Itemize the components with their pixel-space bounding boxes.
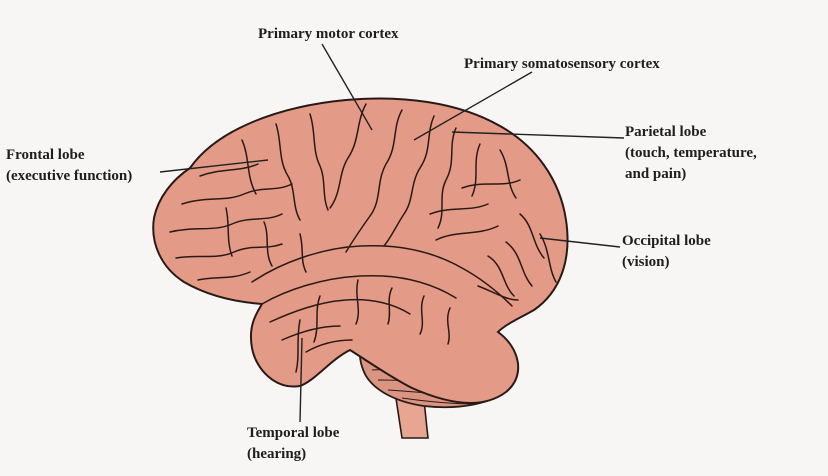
label-primary-somatosensory-cortex: Primary somatosensory cortex [464, 54, 660, 75]
label-frontal-lobe: Frontal lobe (executive function) [6, 145, 132, 187]
label-temporal-lobe: Temporal lobe (hearing) [247, 423, 339, 465]
leader-frontal [159, 159, 269, 173]
label-temporal-name: Temporal lobe [247, 425, 340, 441]
label-occipital-lobe: Occipital lobe (vision) [622, 231, 711, 273]
label-parietal-lobe: Parietal lobe (touch, temperature, and p… [625, 122, 757, 185]
leader-occipital [539, 237, 621, 248]
cerebrum [152, 97, 569, 404]
label-primary-somatosensory-text: Primary somatosensory cortex [464, 56, 660, 72]
label-frontal-function: (executive function) [6, 168, 133, 184]
label-temporal-function: (hearing) [247, 446, 307, 462]
label-parietal-function-line2: and pain) [625, 166, 687, 182]
label-occipital-function: (vision) [622, 254, 670, 270]
label-primary-motor-cortex: Primary motor cortex [258, 24, 399, 45]
label-parietal-function-line1: (touch, temperature, [625, 145, 757, 161]
label-primary-motor-text: Primary motor cortex [258, 26, 399, 42]
leader-somatosensory [413, 71, 533, 141]
leader-motor [321, 43, 373, 131]
leader-parietal [451, 131, 625, 139]
label-parietal-name: Parietal lobe [625, 124, 707, 140]
cortex-folds [169, 103, 557, 373]
leader-temporal [299, 337, 303, 423]
leader-lines [159, 43, 625, 423]
label-occipital-name: Occipital lobe [622, 233, 711, 249]
label-frontal-name: Frontal lobe [6, 147, 85, 163]
